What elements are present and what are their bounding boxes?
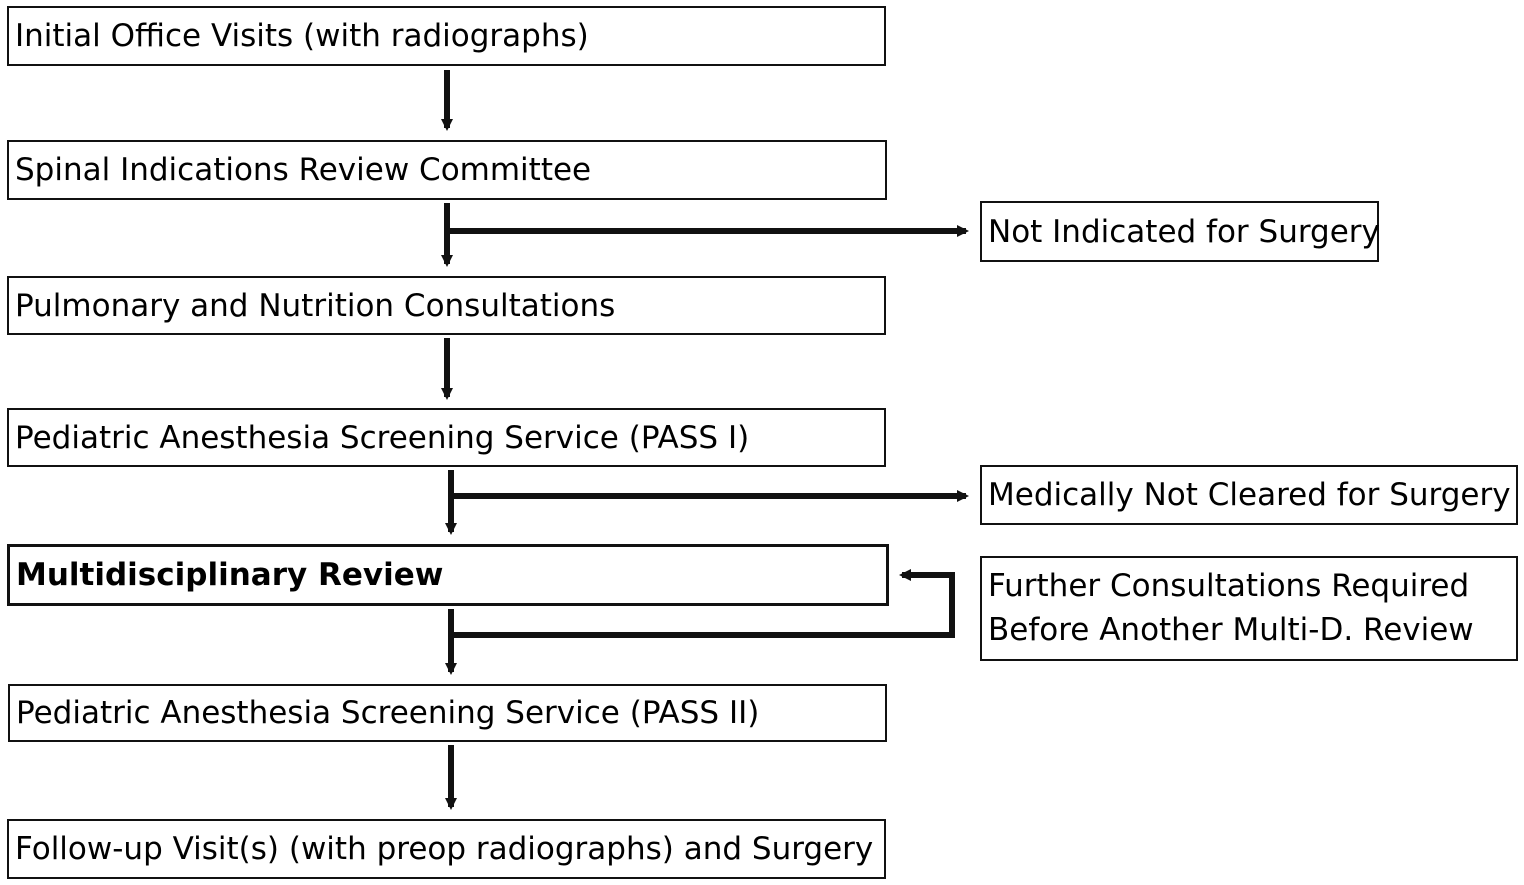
step-label: Spinal Indications Review Committee [15,152,592,188]
outcome-further-consultations: Further Consultations Required Before An… [980,556,1518,661]
step-label: Follow-up Visit(s) (with preop radiograp… [15,831,874,867]
outcome-label: Not Indicated for Surgery [988,213,1380,250]
step-initial-office-visits: Initial Office Visits (with radiographs) [7,6,886,66]
outcome-label: Medically Not Cleared for Surgery [988,477,1511,513]
outcome-label-line-2: Before Another Multi-D. Review [988,612,1474,648]
step-pulmonary-nutrition: Pulmonary and Nutrition Consultations [7,276,886,335]
step-followup-surgery: Follow-up Visit(s) (with preop radiograp… [7,819,886,879]
step-label: Pulmonary and Nutrition Consultations [15,287,616,324]
step-label: Initial Office Visits (with radiographs) [15,18,589,54]
step-spinal-indications-review: Spinal Indications Review Committee [7,140,887,200]
outcome-not-indicated: Not Indicated for Surgery [980,201,1380,262]
outcome-label-line-1: Further Consultations Required [988,568,1470,604]
step-multidisciplinary-review: Multidisciplinary Review [7,544,889,606]
step-label: Pediatric Anesthesia Screening Service (… [15,419,750,456]
step-label: Multidisciplinary Review [16,557,444,593]
step-pass-2: Pediatric Anesthesia Screening Service (… [8,684,887,742]
outcome-not-cleared: Medically Not Cleared for Surgery [980,465,1518,525]
step-label: Pediatric Anesthesia Screening Service (… [16,695,760,731]
step-pass-1: Pediatric Anesthesia Screening Service (… [7,408,886,467]
